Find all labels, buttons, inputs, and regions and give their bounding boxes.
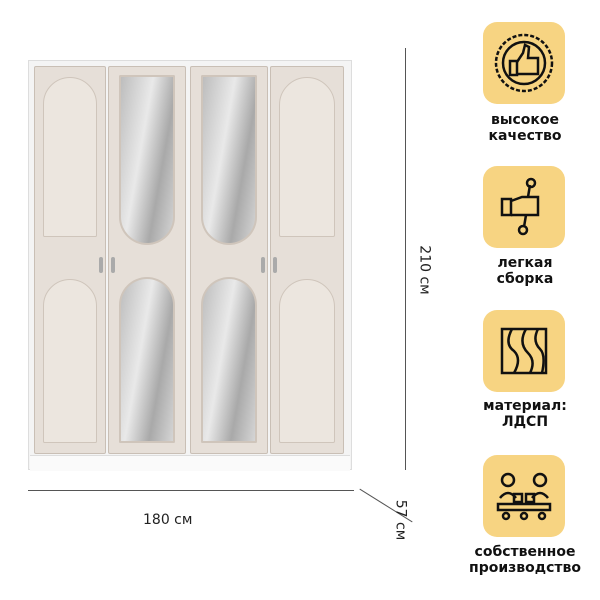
feature-label: производство <box>469 560 581 576</box>
width-label: 180 см <box>143 512 193 528</box>
factory-workers-icon <box>483 455 565 537</box>
feature-label: качество <box>488 128 562 144</box>
door-4 <box>270 66 344 454</box>
door-3-mirror <box>190 66 268 454</box>
depth-label: 57 см <box>392 499 409 541</box>
height-dimension-line <box>405 48 406 470</box>
door-2-mirror <box>108 66 186 454</box>
feature-label: легкая <box>497 255 553 271</box>
wardrobe-plinth <box>30 455 350 471</box>
feature-label: высокое <box>490 112 560 128</box>
height-label: 210 см <box>416 245 433 295</box>
feature-label: собственное <box>474 544 576 560</box>
width-dimension-line <box>28 490 354 491</box>
wardrobe-image <box>0 0 360 480</box>
feature-label: сборка <box>496 271 554 287</box>
thumbs-up-badge-icon <box>483 22 565 104</box>
feature-label: материал: <box>483 398 567 414</box>
feature-label: ЛДСП <box>501 414 549 430</box>
hand-wrench-icon <box>483 166 565 248</box>
wood-grain-icon <box>483 310 565 392</box>
door-1 <box>34 66 106 454</box>
